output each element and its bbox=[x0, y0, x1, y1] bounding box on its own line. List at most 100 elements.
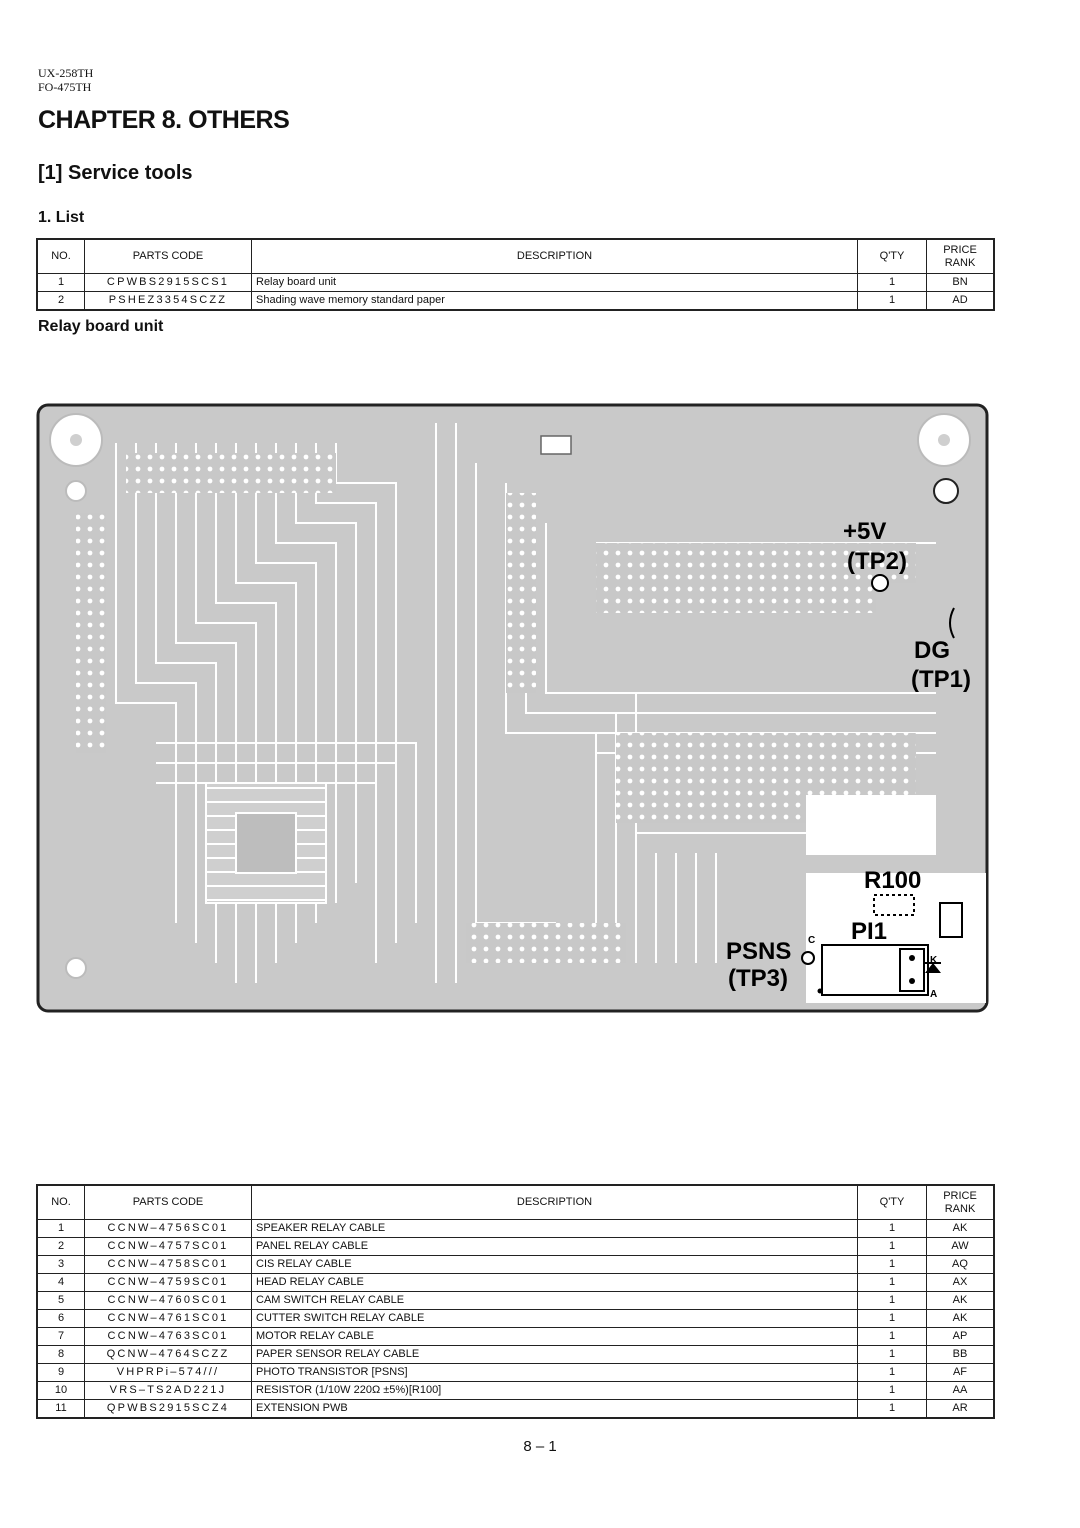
label-dg: DG bbox=[914, 637, 950, 664]
cell-qty: 1 bbox=[857, 1291, 927, 1310]
model-number-2: FO-475TH bbox=[38, 80, 92, 94]
cell-no: 5 bbox=[36, 1291, 85, 1310]
cell-desc: PHOTO TRANSISTOR [PSNS] bbox=[251, 1363, 858, 1382]
cell-code: PSHEZ3354SCZZ bbox=[84, 291, 252, 311]
cell-desc: CIS RELAY CABLE bbox=[251, 1255, 858, 1274]
cell-no: 4 bbox=[36, 1273, 85, 1292]
cell-rank: AF bbox=[926, 1363, 995, 1382]
col-no: NO. bbox=[36, 1184, 85, 1220]
cell-desc: PAPER SENSOR RELAY CABLE bbox=[251, 1345, 858, 1364]
col-rank-label: RANK bbox=[944, 256, 976, 269]
col-qty: Q'TY bbox=[857, 238, 927, 274]
cell-code: CCNW–4759SC01 bbox=[84, 1273, 252, 1292]
cell-rank: AK bbox=[926, 1309, 995, 1328]
cell-code: CCNW–4763SC01 bbox=[84, 1327, 252, 1346]
cell-code: CCNW–4761SC01 bbox=[84, 1309, 252, 1328]
cell-code: VHPRPi–574/// bbox=[84, 1363, 252, 1382]
label-plus-5v: +5V bbox=[843, 518, 887, 545]
cell-rank: AK bbox=[926, 1291, 995, 1310]
cell-qty: 1 bbox=[857, 1237, 927, 1256]
cell-desc: CUTTER SWITCH RELAY CABLE bbox=[251, 1309, 858, 1328]
label-tp2: (TP2) bbox=[847, 548, 907, 575]
col-rank-label: RANK bbox=[944, 1202, 976, 1215]
col-price-label: PRICE bbox=[943, 1189, 977, 1202]
cell-rank: AA bbox=[926, 1381, 995, 1400]
cell-desc: EXTENSION PWB bbox=[251, 1399, 858, 1419]
pin-k-label: K bbox=[930, 955, 938, 966]
col-description: DESCRIPTION bbox=[251, 1184, 858, 1220]
cell-desc: SPEAKER RELAY CABLE bbox=[251, 1219, 858, 1238]
cell-rank: BB bbox=[926, 1345, 995, 1364]
cell-rank: AX bbox=[926, 1273, 995, 1292]
col-parts-code: PARTS CODE bbox=[84, 238, 252, 274]
cell-code: QPWBS2915SCZ4 bbox=[84, 1399, 252, 1419]
cell-desc: CAM SWITCH RELAY CABLE bbox=[251, 1291, 858, 1310]
cell-no: 7 bbox=[36, 1327, 85, 1346]
cell-code: CCNW–4756SC01 bbox=[84, 1219, 252, 1238]
cell-desc: HEAD RELAY CABLE bbox=[251, 1273, 858, 1292]
cell-qty: 1 bbox=[857, 1309, 927, 1328]
cell-qty: 1 bbox=[857, 1363, 927, 1382]
cell-qty: 1 bbox=[857, 1255, 927, 1274]
cell-qty: 1 bbox=[857, 273, 927, 292]
cell-desc: Shading wave memory standard paper bbox=[251, 291, 858, 311]
cell-code: CCNW–4757SC01 bbox=[84, 1237, 252, 1256]
model-number-1: UX-258TH bbox=[38, 66, 94, 80]
label-tp1: (TP1) bbox=[911, 666, 971, 693]
cell-no: 11 bbox=[36, 1399, 85, 1419]
cell-rank: BN bbox=[926, 273, 995, 292]
relay-board-caption: Relay board unit bbox=[38, 318, 164, 335]
cell-code: CCNW–4760SC01 bbox=[84, 1291, 252, 1310]
col-price-label: PRICE bbox=[943, 243, 977, 256]
label-tp3: (TP3) bbox=[728, 965, 788, 992]
cell-no: 9 bbox=[36, 1363, 85, 1382]
cell-code: QCNW–4764SCZZ bbox=[84, 1345, 252, 1364]
cell-qty: 1 bbox=[857, 1345, 927, 1364]
cell-no: 6 bbox=[36, 1309, 85, 1328]
label-r100: R100 bbox=[864, 867, 922, 894]
cell-code: CPWBS2915SCS1 bbox=[84, 273, 252, 292]
col-description: DESCRIPTION bbox=[251, 238, 858, 274]
cell-qty: 1 bbox=[857, 1399, 927, 1419]
cell-qty: 1 bbox=[857, 1327, 927, 1346]
cell-rank: AW bbox=[926, 1237, 995, 1256]
pin-a-label: A bbox=[930, 989, 938, 1000]
cell-rank: AK bbox=[926, 1219, 995, 1238]
cell-rank: AR bbox=[926, 1399, 995, 1419]
col-parts-code: PARTS CODE bbox=[84, 1184, 252, 1220]
cell-no: 1 bbox=[36, 273, 85, 292]
subsection-title: 1. List bbox=[38, 209, 85, 226]
cell-qty: 1 bbox=[857, 291, 927, 311]
label-psns: PSNS bbox=[726, 938, 792, 965]
cell-code: VRS–TS2AD221J bbox=[84, 1381, 252, 1400]
relay-board-diagram: +5V (TP2) DG (TP1) R100 PI1 PSNS (TP3) C… bbox=[36, 403, 989, 1013]
cell-desc: RESISTOR (1/10W 220Ω ±5%)[R100] bbox=[251, 1381, 858, 1400]
cell-no: 1 bbox=[36, 1219, 85, 1238]
col-no: NO. bbox=[36, 238, 85, 274]
cell-rank: AP bbox=[926, 1327, 995, 1346]
pcb-artwork bbox=[36, 403, 989, 1013]
section-title: [1] Service tools bbox=[38, 162, 193, 184]
cell-no: 8 bbox=[36, 1345, 85, 1364]
cell-no: 3 bbox=[36, 1255, 85, 1274]
